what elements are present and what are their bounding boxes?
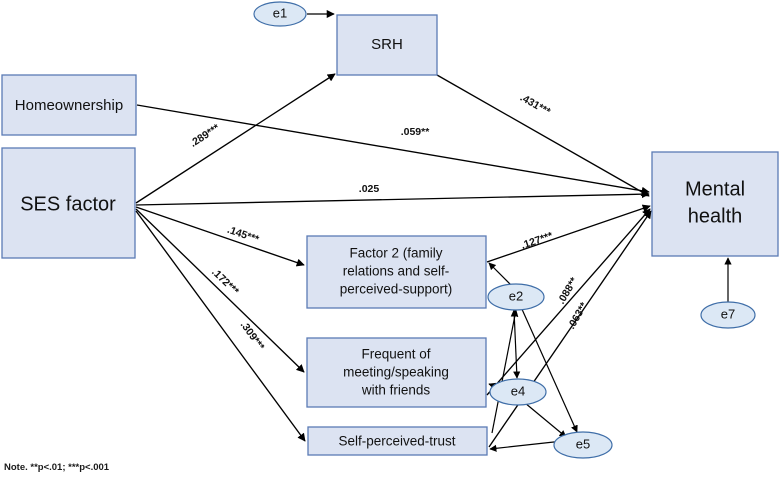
edge-homeownership-to-mental-health (136, 104, 650, 195)
edge-trust-to-mental-health (488, 210, 652, 448)
node-self-perceived-trust[interactable] (307, 426, 488, 456)
coef-factor2-to-mental-health: .127*** (520, 230, 556, 252)
node-srh[interactable] (336, 14, 438, 76)
node-homeownership[interactable] (1, 74, 137, 136)
node-factor2-label-line3: perceived-support) (340, 282, 453, 297)
coef-ses-to-mental-health: .025 (359, 183, 380, 195)
node-homeownership-label: Homeownership (15, 97, 123, 114)
node-factor2-label-line2: relations and self- (343, 264, 450, 279)
edge-factor2-to-mental-health (486, 204, 651, 263)
coef-ses-to-trust: .309*** (238, 319, 267, 353)
node-factor2[interactable] (306, 235, 487, 309)
node-e7-label: e7 (721, 306, 735, 321)
node-mental-health-label-line2: health (688, 205, 743, 227)
edge-e5-to-trust (489, 440, 564, 452)
node-ses-factor-label: SES factor (20, 193, 116, 215)
edge-srh-to-mental-health (436, 74, 650, 197)
node-mental-health-label-line1: Mental (685, 178, 745, 200)
coef-ses-to-srh: .289*** (188, 121, 223, 149)
coef-srh-to-mental-health: .431*** (518, 92, 553, 119)
edge-ses-to-factor2 (135, 206, 305, 267)
edge-trust-cross-to-e2 (491, 309, 519, 434)
node-srh-label: SRH (371, 36, 403, 53)
coef-friends-to-mental-health: .088** (555, 275, 580, 306)
node-e1-label: e1 (273, 5, 287, 20)
node-friends[interactable] (306, 337, 487, 408)
node-friends-label-line2: meeting/speaking (343, 365, 449, 380)
edge-covariance-e2-e4 (510, 309, 521, 379)
node-e5[interactable] (553, 431, 613, 459)
node-e5-label: e5 (576, 436, 590, 451)
node-e4[interactable] (489, 378, 547, 406)
node-mental-health[interactable] (651, 151, 779, 257)
node-e4-label: e4 (511, 383, 525, 398)
node-friends-label-line3: with friends (361, 383, 431, 398)
node-e2-label: e2 (509, 288, 523, 303)
edge-e2-to-factor2 (488, 262, 514, 288)
coef-ses-to-factor2: .145*** (226, 224, 262, 246)
figure-note: Note. **p<.01; ***p<.001 (4, 462, 110, 473)
node-e7[interactable] (700, 301, 756, 329)
edge-ses-to-srh (135, 73, 336, 204)
node-ses-factor[interactable] (1, 147, 136, 259)
coef-homeownership-to-mental-health: .059** (401, 126, 431, 138)
edge-ses-to-mental-health (135, 190, 650, 206)
node-e1[interactable] (253, 1, 307, 27)
node-factor2-label-line1: Factor 2 (family (349, 246, 442, 261)
edge-ses-to-friends (135, 208, 305, 373)
edge-ses-to-trust (135, 210, 306, 442)
node-friends-label-line1: Frequent of (361, 347, 430, 362)
edge-e2-cross-to-e5 (520, 306, 578, 433)
node-e2[interactable] (487, 283, 545, 311)
node-self-perceived-trust-label: Self-perceived-trust (338, 434, 455, 449)
coef-ses-to-friends: .172*** (209, 266, 242, 298)
